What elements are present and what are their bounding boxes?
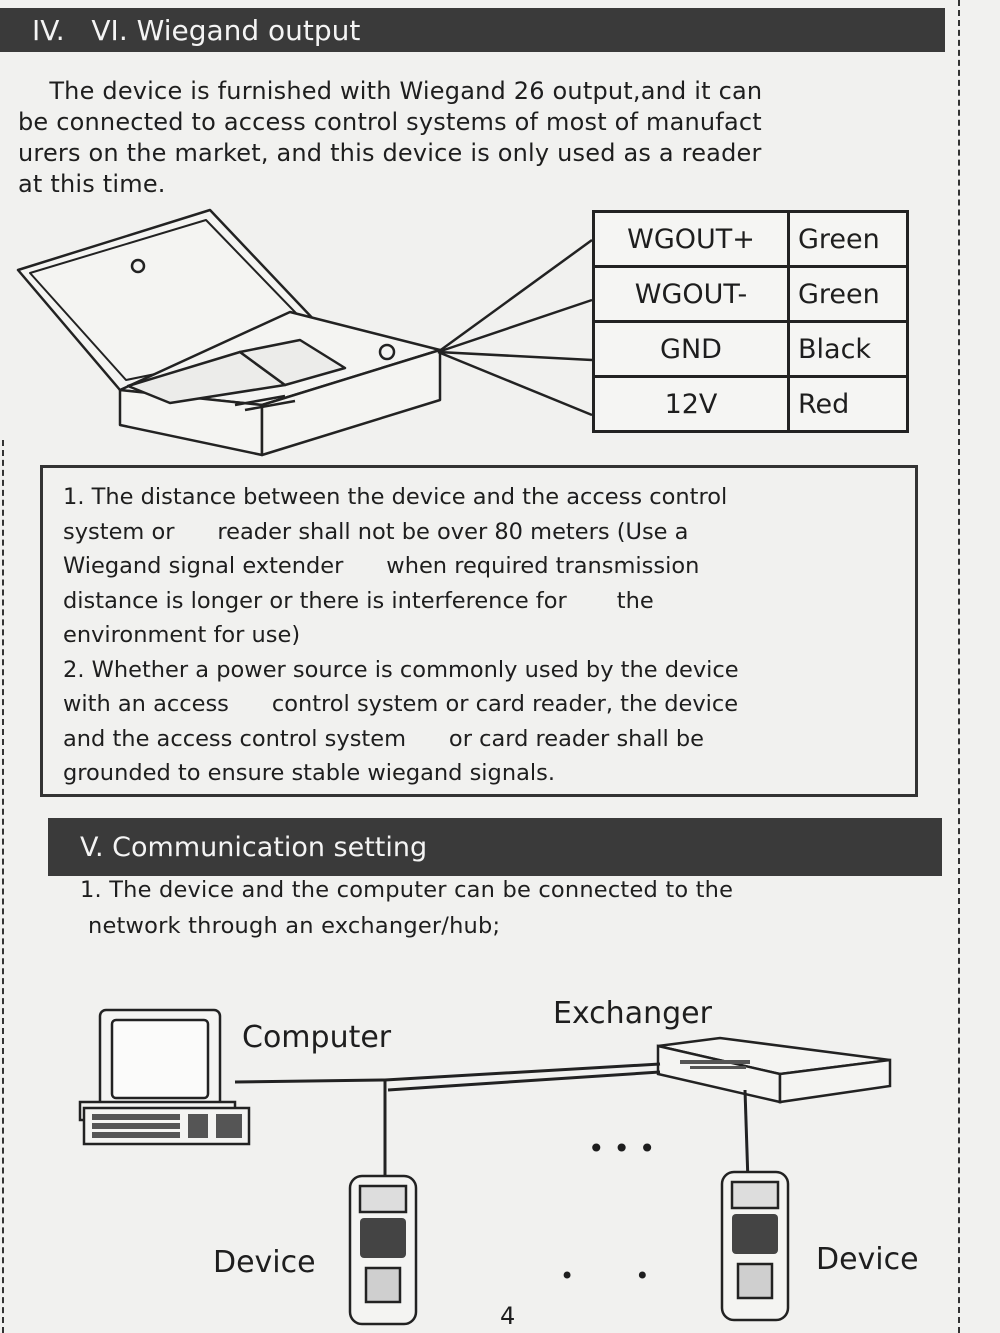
exchanger-icon	[656, 1036, 892, 1104]
communication-header-text: V. Communication setting	[80, 831, 428, 863]
left-device-icon	[348, 1174, 418, 1326]
wire-color-cell: Red	[787, 375, 909, 433]
note-line: distance is longer or there is interfere…	[63, 587, 654, 614]
note-line: with an access control system or card re…	[63, 691, 739, 717]
wiegand-header-text: IV. VI. Wiegand output	[32, 13, 361, 47]
note-line: 2. Whether a power source is commonly us…	[63, 656, 739, 683]
note-line: environment for use)	[63, 622, 301, 648]
table-row: GND Black	[592, 320, 909, 378]
computer-icon	[78, 1008, 251, 1146]
wire-color-cell: Green	[787, 265, 909, 323]
wire-signal-cell: WGOUT+	[592, 210, 790, 268]
bottom-dots: • •	[560, 1262, 650, 1290]
right-device-label: Device	[816, 1242, 919, 1277]
intro-line: be connected to access control systems o…	[18, 108, 762, 136]
note-line: grounded to ensure stable wiegand signal…	[63, 760, 556, 786]
network-diagram	[78, 1008, 892, 1326]
intro-line: urers on the market, and this device is …	[18, 139, 762, 167]
page-number: 4	[500, 1302, 516, 1330]
communication-section-header: V. Communication setting	[48, 818, 942, 876]
intro-line: The device is furnished with Wiegand 26 …	[18, 77, 763, 105]
wiegand-intro-paragraph: The device is furnished with Wiegand 26 …	[18, 76, 762, 200]
communication-line: 1. The device and the computer can be co…	[80, 877, 734, 903]
right-device-icon	[720, 1170, 790, 1322]
table-row: 12V Red	[592, 375, 909, 433]
table-row: WGOUT- Green	[592, 265, 909, 323]
wire-color-cell: Green	[787, 210, 909, 268]
wiegand-section-header: IV. VI. Wiegand output	[0, 8, 945, 52]
left-cut-line	[2, 440, 4, 1333]
exchanger-label: Exchanger	[553, 996, 712, 1031]
intro-line: at this time.	[18, 170, 166, 198]
right-cut-line	[958, 0, 960, 1333]
note-line: and the access control system or card re…	[63, 725, 705, 752]
wiegand-wire-table: WGOUT+ Green WGOUT- Green GND Black 12V …	[592, 210, 909, 433]
wire-signal-cell: 12V	[592, 375, 790, 433]
more-devices-ellipsis: • • •	[588, 1132, 656, 1165]
communication-line: network through an exchanger/hub;	[88, 913, 501, 939]
computer-label: Computer	[242, 1020, 392, 1055]
wiegand-notes-box: 1. The distance between the device and t…	[40, 465, 918, 797]
communication-item-paragraph: 1. The device and the computer can be co…	[80, 872, 733, 944]
note-line: 1. The distance between the device and t…	[63, 484, 728, 510]
wire-color-cell: Black	[787, 320, 909, 378]
table-row: WGOUT+ Green	[592, 210, 909, 268]
note-line: system or reader shall not be over 80 me…	[63, 518, 689, 545]
device-box-illustration	[16, 208, 593, 457]
left-device-label: Device	[213, 1245, 316, 1280]
note-line: Wiegand signal extender when required tr…	[63, 553, 700, 579]
wire-signal-cell: WGOUT-	[592, 265, 790, 323]
wire-signal-cell: GND	[592, 320, 790, 378]
